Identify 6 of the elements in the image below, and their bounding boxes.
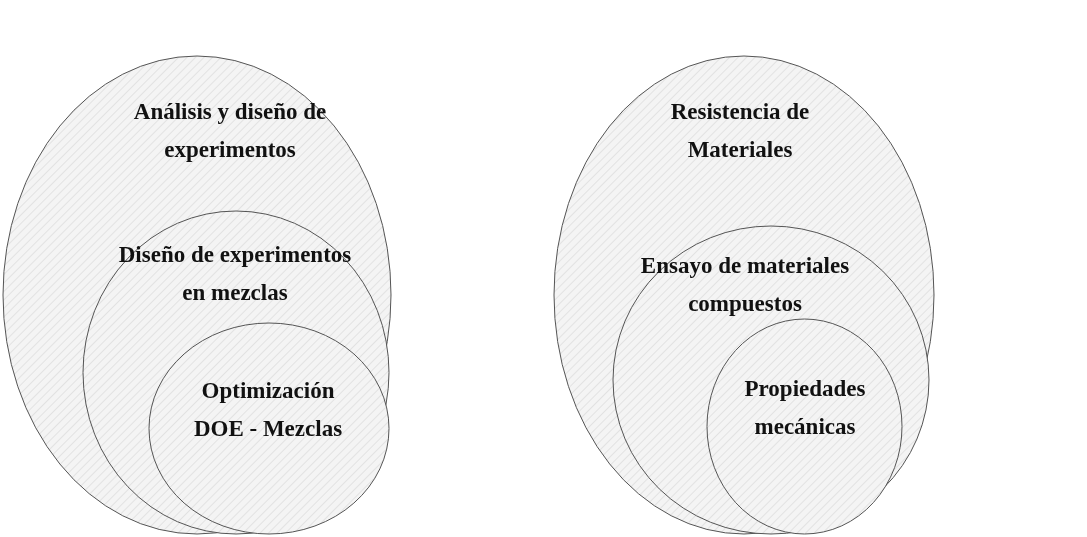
circle-label: Optimización DOE - Mezclas: [192, 377, 344, 443]
circle-label: Análisis y diseño de experimentos: [132, 98, 328, 164]
circle-label: Diseño de experimentos en mezclas: [117, 241, 353, 307]
circle-label: Propiedades mecánicas: [743, 375, 867, 441]
circle-label: Ensayo de materiales compuestos: [639, 252, 851, 318]
circle-label: Resistencia de Materiales: [669, 98, 811, 164]
